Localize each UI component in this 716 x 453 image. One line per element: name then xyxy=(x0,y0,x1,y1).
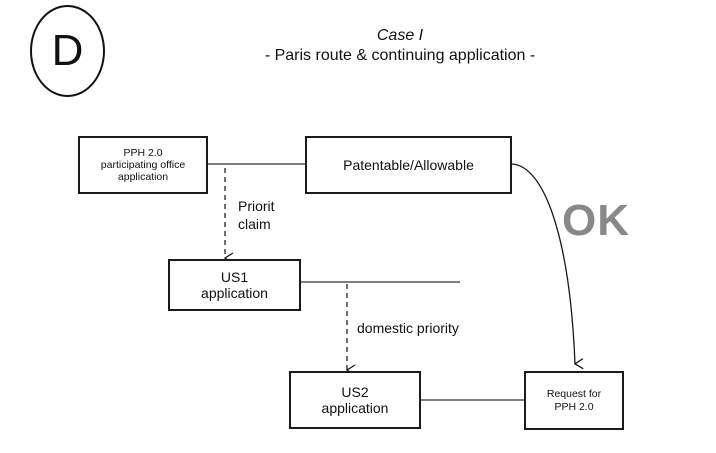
node-us2-application: US2 application xyxy=(289,371,421,429)
node-request-line2: PPH 2.0 xyxy=(547,401,601,413)
ok-label: OK xyxy=(562,196,630,246)
node-us1-application: US1 application xyxy=(168,259,301,311)
node-us2-line2: application xyxy=(322,400,389,416)
ok-curve-arrow xyxy=(512,164,575,364)
node-us2-line1: US2 xyxy=(322,384,389,400)
node-us1-line2: application xyxy=(201,285,268,301)
page-title: Case I xyxy=(240,27,560,45)
case-badge-letter: D xyxy=(52,26,84,76)
priority-claim-label: Priorit claim xyxy=(238,198,275,233)
node-patentable-label: Patentable/Allowable xyxy=(343,157,474,173)
node-pph-line1: PPH 2.0 xyxy=(101,147,185,159)
node-pph-office-application: PPH 2.0 participating office application xyxy=(78,136,208,194)
priority-claim-line2: claim xyxy=(238,216,275,234)
node-request-line1: Request for xyxy=(547,388,601,400)
node-patentable-allowable: Patentable/Allowable xyxy=(305,136,512,194)
domestic-priority-label: domestic priority xyxy=(357,320,459,338)
case-badge: D xyxy=(30,5,105,97)
node-request-pph: Request for PPH 2.0 xyxy=(524,371,624,430)
node-pph-line2: participating office xyxy=(101,159,185,171)
priority-claim-line1: Priorit xyxy=(238,198,275,216)
node-us1-line1: US1 xyxy=(201,269,268,285)
node-pph-line3: application xyxy=(101,171,185,183)
page-subtitle: - Paris route & continuing application - xyxy=(150,47,650,65)
